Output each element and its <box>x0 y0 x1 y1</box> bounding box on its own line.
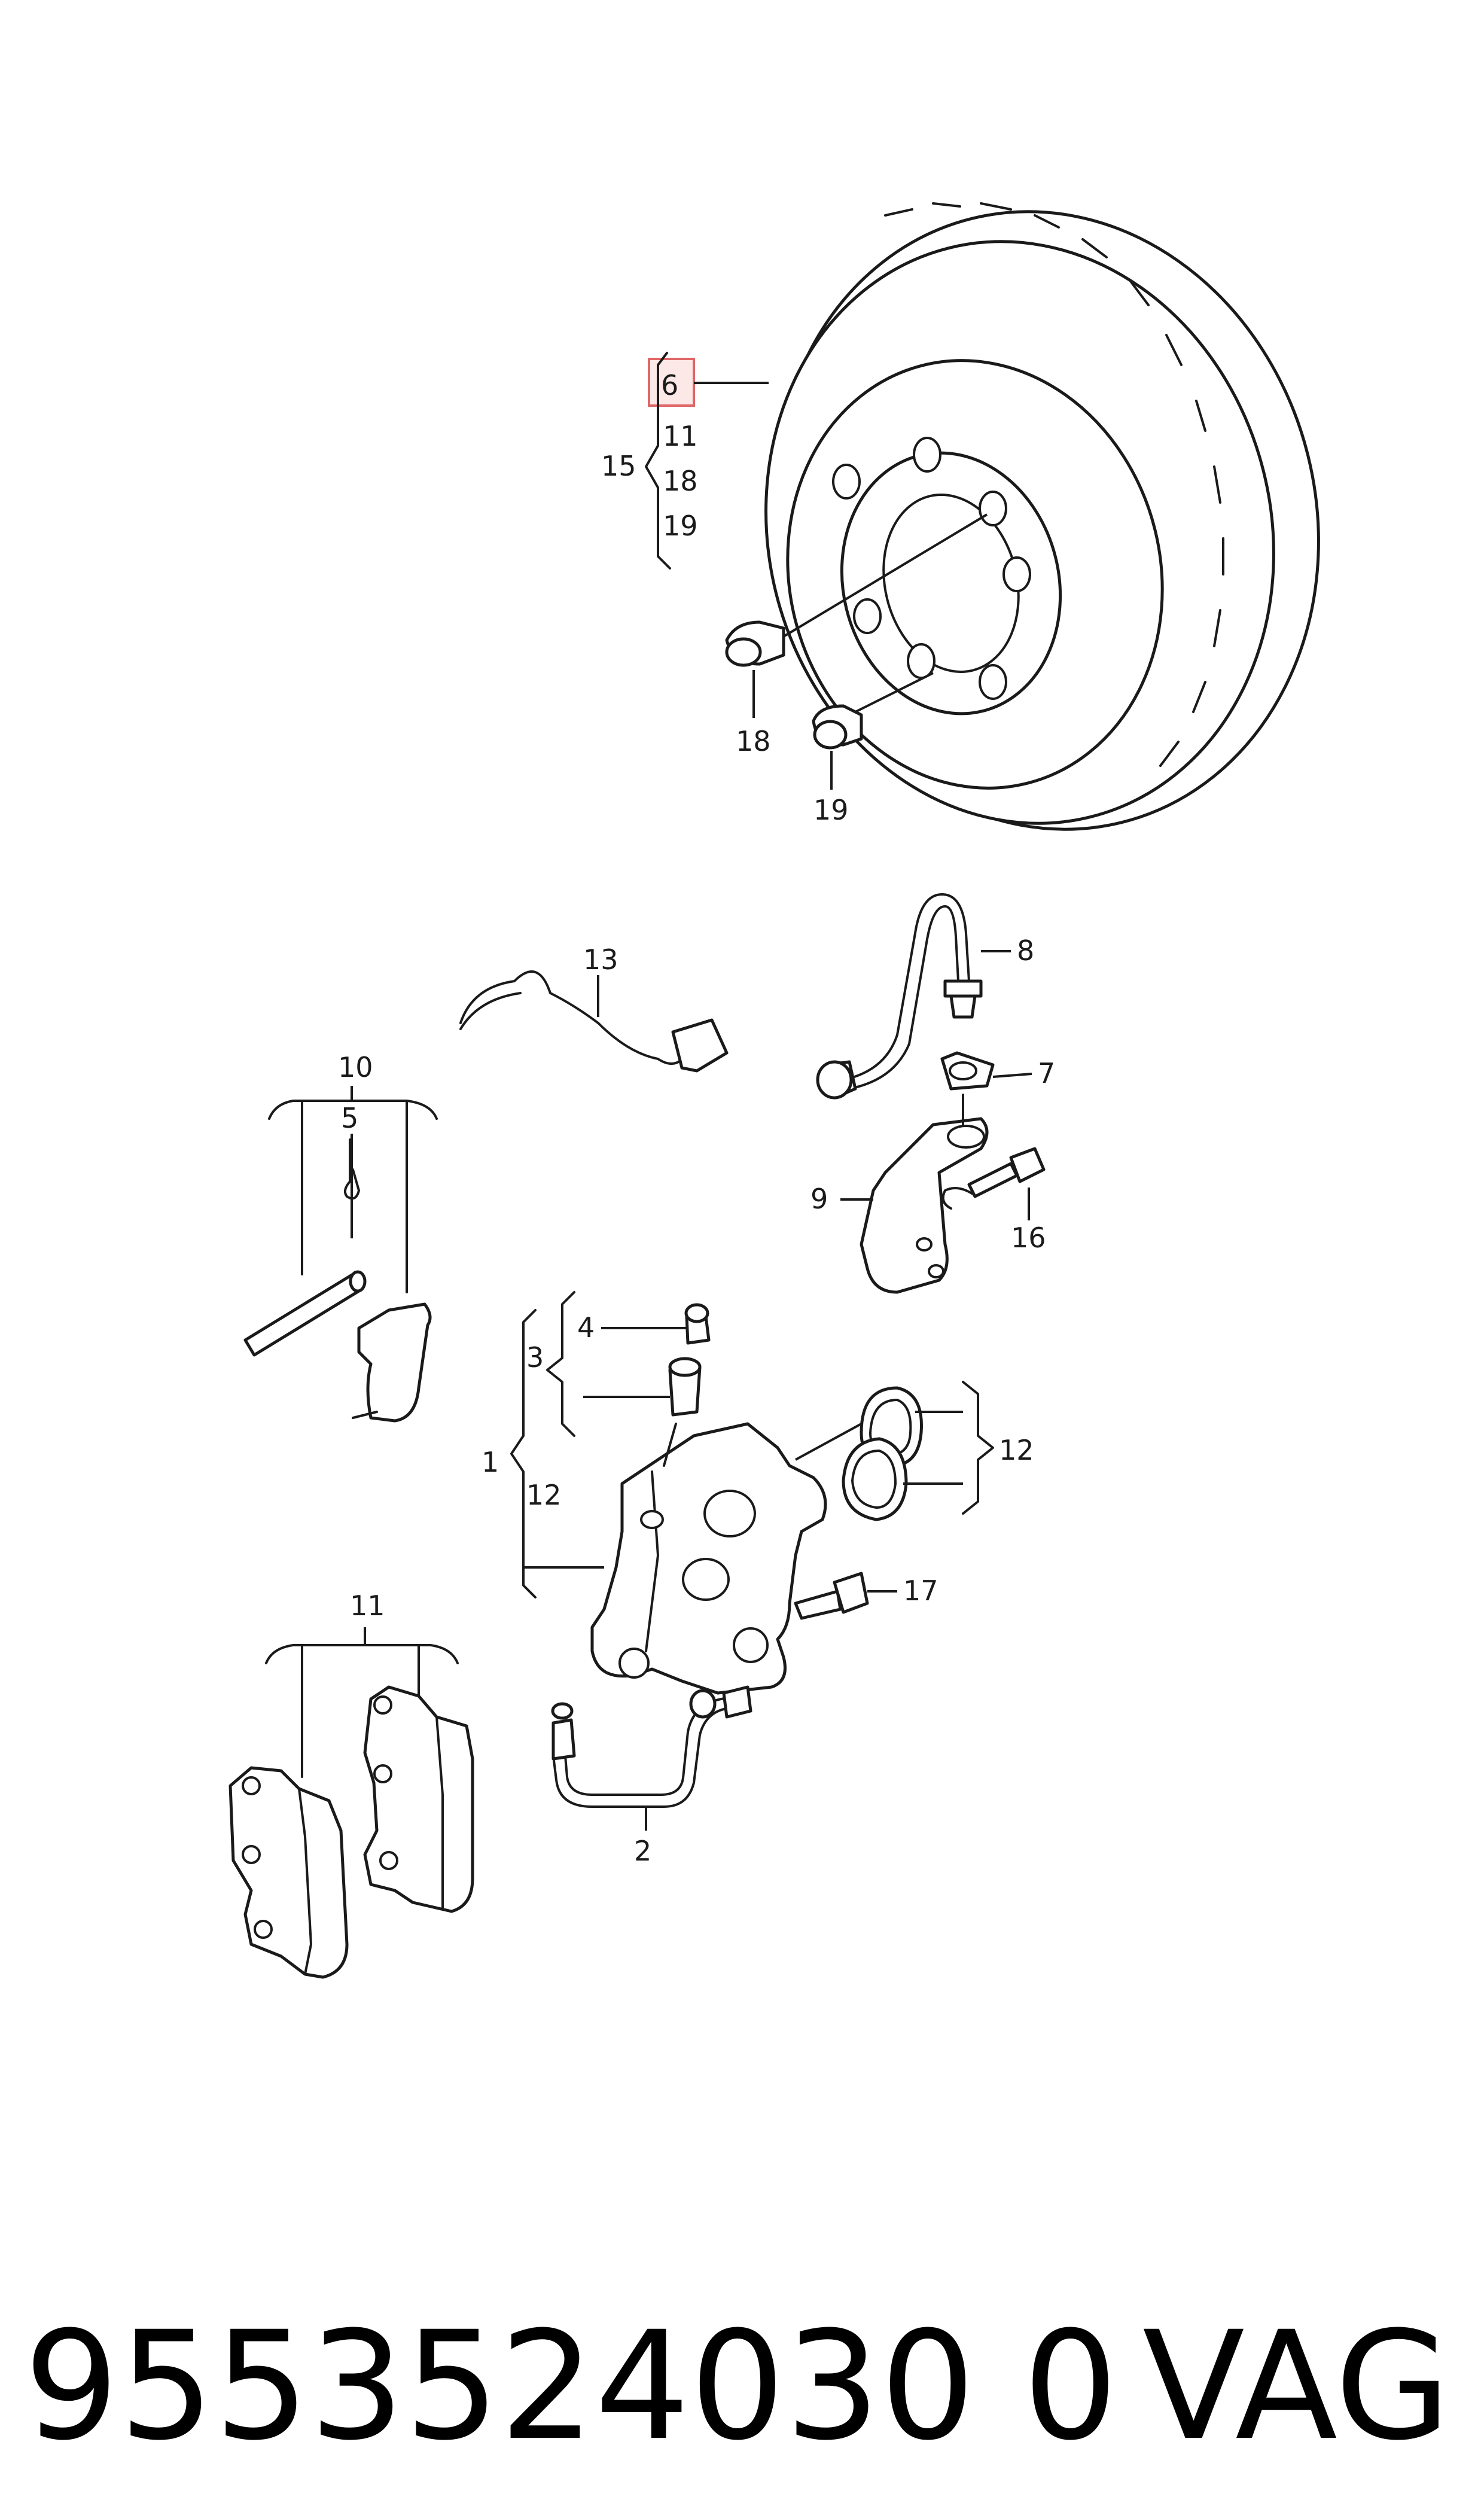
pin-kit-10 <box>243 1086 438 1423</box>
disc-bolt-18 <box>725 513 988 667</box>
callout-1: 1 <box>482 1446 499 1478</box>
washer-7 <box>940 1051 1032 1091</box>
callout-19: 19 <box>663 510 698 542</box>
seals-12 <box>795 1386 963 1521</box>
bracket-1 <box>510 1309 537 1599</box>
callout-4: 4 <box>577 1311 595 1344</box>
callout-18: 18 <box>663 465 698 497</box>
callout-12: 12 <box>526 1479 562 1511</box>
caliper-1 <box>590 1422 827 1695</box>
callout-2: 2 <box>634 1835 651 1867</box>
bleeder-sleeve-3 <box>583 1357 702 1467</box>
callout-16: 16 <box>1011 1222 1046 1254</box>
callout-9: 9 <box>810 1183 828 1215</box>
callout-19-plug: 19 <box>813 794 849 826</box>
callout-18-bolt: 18 <box>736 725 771 757</box>
disc-plug-19 <box>812 672 934 750</box>
callout-7: 7 <box>1038 1057 1055 1089</box>
brake-hose-8 <box>816 893 1011 1100</box>
hose-bracket-9 <box>840 1094 989 1294</box>
brake-disc <box>764 202 1320 831</box>
bracket-3 <box>546 1291 575 1437</box>
callout-8: 8 <box>1017 934 1034 967</box>
part-number: 9553524030 0 <box>24 2299 1118 2473</box>
bolt-16 <box>967 1147 1046 1220</box>
callout-15: 15 <box>601 450 636 482</box>
bleeder-4 <box>601 1303 711 1345</box>
callout-11: 11 <box>663 420 698 452</box>
brake-pads-11 <box>228 1627 474 1979</box>
highlight-box-6 <box>648 358 695 407</box>
brake-line-2 <box>551 1685 752 1831</box>
callout-17: 17 <box>903 1575 938 1607</box>
callout-group-15: 6 11 15 18 19 <box>601 352 769 570</box>
callout-6: 6 <box>661 369 678 401</box>
callout-10: 10 <box>338 1051 373 1083</box>
wear-sensor-13 <box>459 970 729 1073</box>
bolt-17 <box>794 1572 897 1620</box>
callout-12b: 12 <box>999 1434 1034 1466</box>
callout-3: 3 <box>526 1341 544 1374</box>
callout-13: 13 <box>583 943 618 976</box>
callout-11-pads: 11 <box>350 1590 385 1622</box>
callout-5: 5 <box>341 1102 358 1134</box>
bracket-12 <box>962 1381 994 1515</box>
brand-name: VAG <box>1142 2299 1451 2473</box>
